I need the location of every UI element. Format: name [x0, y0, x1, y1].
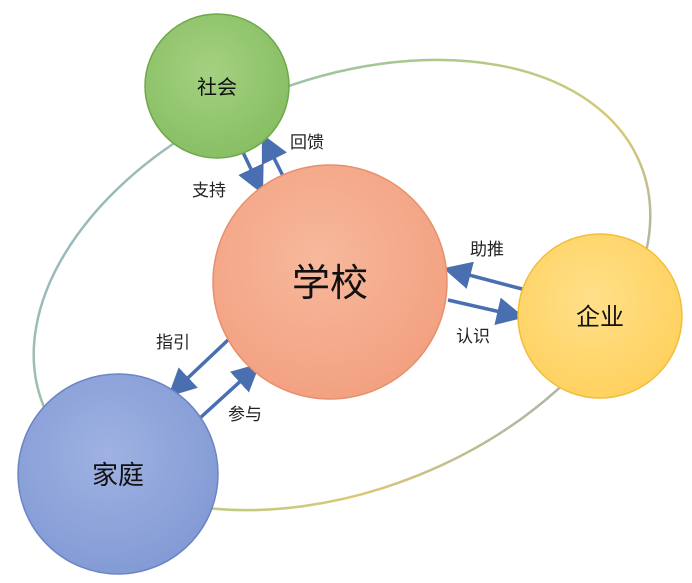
family-label: 家庭: [92, 461, 144, 491]
node-enterprise: 企业: [517, 233, 683, 399]
arrow-school-to-family: [167, 338, 230, 397]
arrow-family-to-school: [198, 363, 261, 420]
node-family: 家庭: [17, 373, 219, 575]
edge-label-feedback: 回馈: [290, 133, 324, 153]
node-school: 学校: [212, 164, 448, 400]
school-label: 学校: [292, 261, 368, 305]
enterprise-label: 企业: [576, 303, 624, 331]
edge-label-participate: 参与: [228, 405, 262, 425]
arrow-enterprise-to-school: [443, 261, 527, 292]
node-society: 社会: [144, 13, 290, 159]
school-circle: [212, 164, 448, 400]
enterprise-circle: [517, 233, 683, 399]
arrow-school-to-society: [261, 133, 287, 177]
edge-label-guide: 指引: [156, 333, 190, 353]
family-circle: [17, 373, 219, 575]
edge-label-understand: 认识: [456, 327, 490, 347]
society-circle: [144, 13, 290, 159]
society-label: 社会: [197, 75, 237, 99]
arrow-school-to-enterprise: [447, 297, 525, 325]
edge-label-support: 支持: [192, 181, 226, 201]
edge-label-boost: 助推: [470, 240, 504, 260]
